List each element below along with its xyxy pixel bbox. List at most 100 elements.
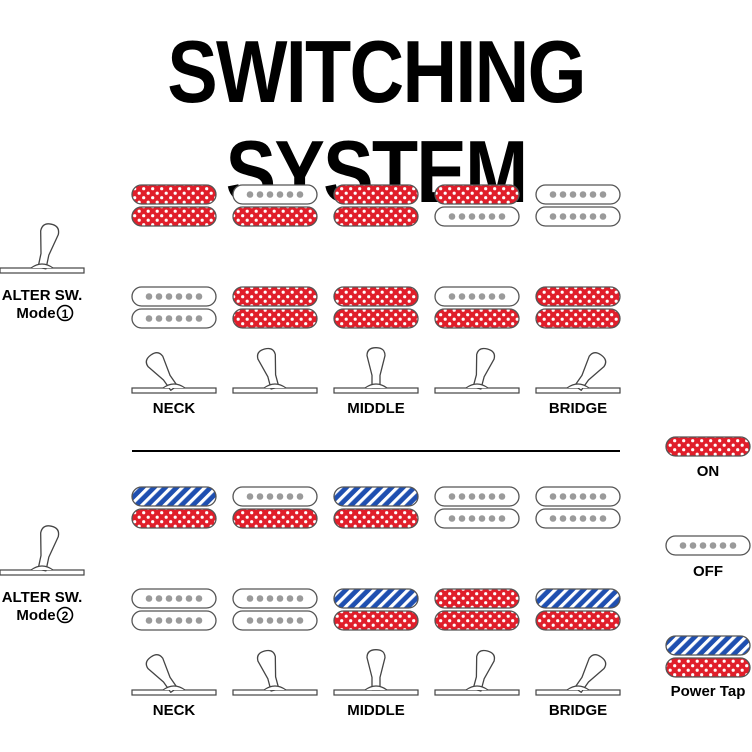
humbucker-neck-bottom — [131, 588, 217, 631]
pole-piece — [589, 493, 597, 500]
pole-piece — [276, 493, 284, 500]
coil-on — [535, 308, 621, 329]
humbucker-neck-middle-top — [232, 184, 318, 227]
pole-piece — [589, 191, 597, 198]
switch-plate — [434, 387, 520, 394]
pole-piece — [488, 293, 496, 300]
humbucker-bridge-bottom — [535, 588, 621, 631]
humbucker-neck-middle-bottom — [232, 588, 318, 631]
switch-lever — [37, 223, 60, 270]
humbucker-middle-top — [333, 486, 419, 529]
pole-piece — [195, 595, 203, 602]
coil-on — [434, 308, 520, 329]
coil-on — [131, 206, 217, 227]
five-way-switch-pos-4 — [434, 649, 520, 696]
pole-piece — [478, 293, 486, 300]
coil-off — [232, 588, 318, 609]
pole-piece — [296, 191, 304, 198]
pole-piece — [448, 213, 456, 220]
switch-plate — [232, 387, 318, 394]
five-way-switch-pos-3 — [333, 347, 419, 394]
pole-piece — [559, 191, 567, 198]
pole-piece — [286, 595, 294, 602]
coil-off — [535, 206, 621, 227]
pole-piece — [266, 595, 274, 602]
position-label-middle: MIDDLE — [347, 702, 405, 719]
coil-on — [333, 508, 419, 529]
pole-piece — [559, 213, 567, 220]
pole-piece — [286, 493, 294, 500]
pole-piece — [286, 191, 294, 198]
switch-lever — [574, 654, 607, 693]
coil-off — [434, 486, 520, 507]
coil-off — [232, 486, 318, 507]
pole-piece — [599, 515, 607, 522]
five-way-switch-pos-5 — [535, 352, 621, 394]
pole-piece — [175, 595, 183, 602]
pole-piece — [498, 515, 506, 522]
coil-off — [535, 486, 621, 507]
position-label-bridge: BRIDGE — [549, 400, 607, 417]
five-way-switch-pos-3 — [333, 649, 419, 696]
pole-piece — [296, 595, 304, 602]
switch-lever — [472, 649, 496, 692]
mode-number: 2 — [62, 609, 69, 623]
switch-plate — [333, 689, 419, 696]
alter-switch-icon — [0, 223, 85, 274]
humbucker-bridge-top — [535, 184, 621, 227]
pole-piece — [266, 493, 274, 500]
coil-on — [232, 308, 318, 329]
pole-piece — [468, 515, 476, 522]
five-way-switch-pos-4 — [434, 347, 520, 394]
pole-piece — [165, 315, 173, 322]
humbucker-middle-top — [333, 184, 419, 227]
pole-piece — [155, 315, 163, 322]
alter-switch-label: ALTER SW. — [2, 589, 83, 606]
page-title: SWITCHING SYSTEM — [167, 22, 586, 221]
pole-piece — [589, 213, 597, 220]
humbucker-bridge-top — [535, 486, 621, 529]
pole-piece — [165, 293, 173, 300]
coil-on — [434, 184, 520, 205]
coil-off — [535, 184, 621, 205]
coil-on — [333, 610, 419, 631]
humbucker-middle-bottom — [333, 588, 419, 631]
pole-piece — [458, 213, 466, 220]
pole-piece — [145, 293, 153, 300]
pole-piece — [246, 617, 254, 624]
switch-plate — [0, 267, 85, 274]
pole-piece — [599, 213, 607, 220]
pole-piece — [498, 493, 506, 500]
pole-piece — [478, 213, 486, 220]
pole-piece — [296, 493, 304, 500]
pole-piece — [165, 595, 173, 602]
pole-piece — [579, 191, 587, 198]
pole-piece — [589, 515, 597, 522]
mode-label: Mode — [16, 607, 55, 624]
pole-piece — [599, 191, 607, 198]
coil-on — [434, 588, 520, 609]
pole-piece — [448, 293, 456, 300]
coil-off — [535, 508, 621, 529]
pole-piece — [145, 617, 153, 624]
humbucker-neck-middle-bottom — [232, 286, 318, 329]
pole-piece — [569, 213, 577, 220]
pole-piece — [498, 293, 506, 300]
pole-piece — [145, 315, 153, 322]
coil-off — [232, 184, 318, 205]
coil-off — [232, 610, 318, 631]
switch-lever — [366, 649, 386, 691]
alter-switch-icon — [0, 525, 85, 576]
pole-piece — [549, 191, 557, 198]
mode-number-badge: 2 — [56, 606, 74, 624]
legend-off-swatch — [665, 535, 751, 556]
legend-on-label: ON — [697, 463, 720, 480]
coil-off — [131, 286, 217, 307]
five-way-switch-pos-2 — [232, 649, 318, 696]
pole-piece — [569, 515, 577, 522]
coil-on — [232, 508, 318, 529]
pole-piece — [266, 191, 274, 198]
